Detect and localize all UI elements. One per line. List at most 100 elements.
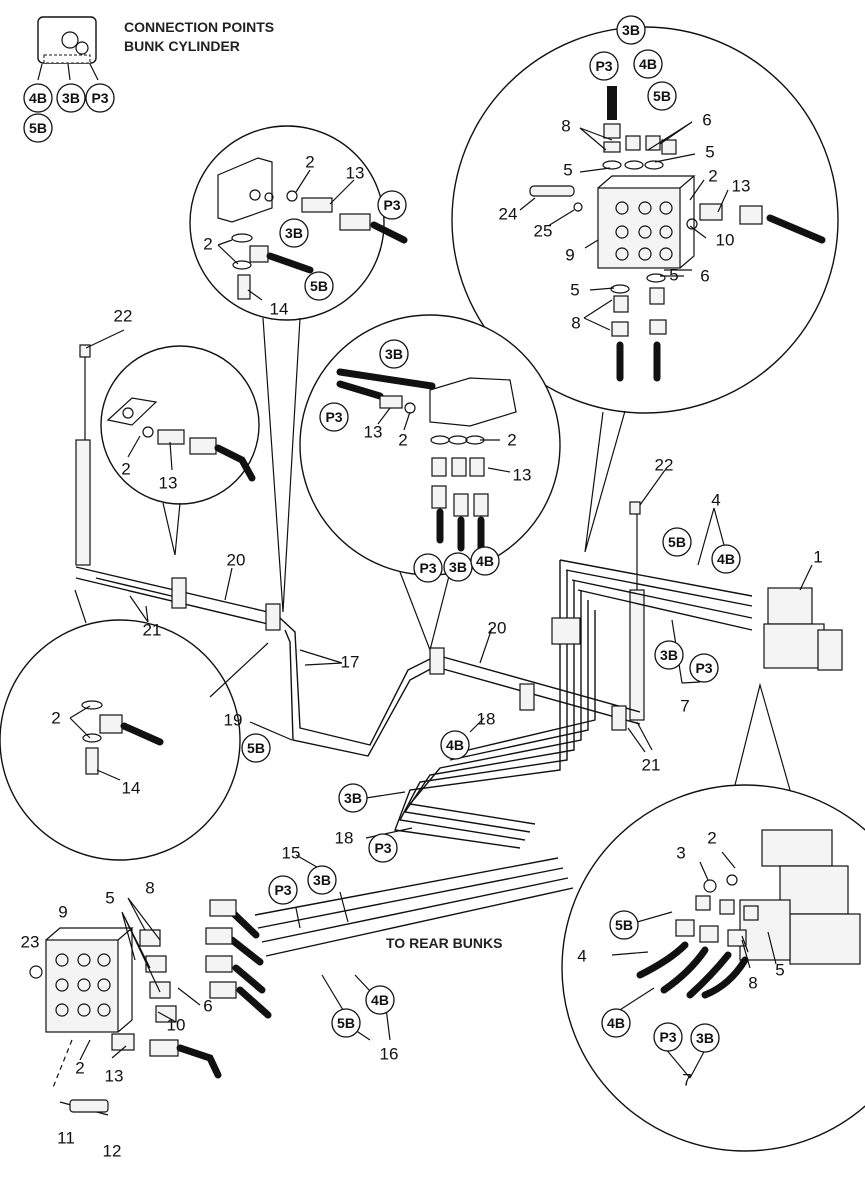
callout-bubble: 4B: [23, 83, 53, 113]
callout-number: 8: [561, 117, 570, 136]
callout-text: 23: [21, 933, 40, 952]
callout-bubble: 4B: [365, 985, 395, 1015]
callout-number: 18: [477, 710, 496, 729]
callout-text: 22: [114, 307, 133, 326]
callout-number: 21: [143, 621, 162, 640]
callout-text: 24: [499, 205, 518, 224]
callout-text: 20: [227, 551, 246, 570]
callout-circle: [633, 49, 663, 79]
callout-text: 20: [488, 619, 507, 638]
callout-circle: [689, 653, 719, 683]
callout-number: 7: [680, 697, 689, 716]
callout-text: 3B: [285, 225, 303, 241]
callout-text: 7: [682, 1071, 691, 1090]
callout-number: 4: [577, 947, 586, 966]
callout-text: 8: [571, 314, 580, 333]
callout-text: 11: [57, 1129, 75, 1148]
callout-bubble: P3: [319, 402, 349, 432]
callout-bubble: P3: [85, 83, 115, 113]
callout-number: 25: [534, 222, 553, 241]
callout-circle: [589, 51, 619, 81]
callout-number: 12: [103, 1142, 122, 1161]
callout-number: 6: [702, 111, 711, 130]
callout-text: 13: [159, 474, 178, 493]
callout-number: 14: [270, 300, 289, 319]
callout-text: 2: [203, 235, 212, 254]
callout-text: 2: [121, 460, 130, 479]
connection-points-legend: CONNECTION POINTS BUNK CYLINDER: [37, 16, 274, 81]
callout-text: P3: [383, 197, 400, 213]
callout-number: 19: [224, 711, 243, 730]
callout-text: 7: [680, 697, 689, 716]
callout-number: 22: [655, 456, 674, 475]
callout-circle: [23, 113, 53, 143]
callout-number: 2: [398, 431, 407, 450]
callout-number: 3: [676, 844, 685, 863]
callout-text: 8: [748, 974, 757, 993]
callout-text: 2: [708, 167, 717, 186]
callout-text: 3: [676, 844, 685, 863]
upper-fitting-parts: [217, 157, 408, 300]
callout-text: 6: [700, 267, 709, 286]
callout-bubble: 4B: [470, 546, 500, 576]
callout-text: 6: [702, 111, 711, 130]
callout-circle: [616, 15, 646, 45]
callout-bubble: 5B: [609, 910, 639, 940]
callout-circle: [338, 783, 368, 813]
callout-number: 9: [565, 246, 574, 265]
callout-text: 3B: [344, 790, 362, 806]
callout-number: 8: [571, 314, 580, 333]
callout-number: 18: [335, 829, 354, 848]
callout-bubble: 4B: [440, 730, 470, 760]
callout-number: 6: [700, 267, 709, 286]
callout-number: 4: [711, 491, 720, 510]
callout-text: P3: [274, 882, 291, 898]
callout-text: P3: [325, 409, 342, 425]
callout-text: 15: [282, 844, 301, 863]
callout-number: 22: [114, 307, 133, 326]
callout-text: 13: [513, 466, 532, 485]
callout-circle: [279, 218, 309, 248]
callout-number: 13: [513, 466, 532, 485]
callout-text: 2: [398, 431, 407, 450]
callout-text: 4B: [717, 551, 735, 567]
callout-text: 9: [565, 246, 574, 265]
callout-number: 5: [570, 281, 579, 300]
callout-text: 5B: [29, 120, 47, 136]
callout-text: 6: [203, 997, 212, 1016]
callout-circle: [268, 875, 298, 905]
to-rear-bunks-label: TO REAR BUNKS: [386, 935, 502, 951]
callout-circle: [241, 733, 271, 763]
callout-number: 23: [21, 933, 40, 952]
callout-text: 21: [642, 756, 661, 775]
callout-number: 2: [203, 235, 212, 254]
callout-circle: [56, 83, 86, 113]
callout-text: 5B: [615, 917, 633, 933]
callout-bubble: 3B: [654, 640, 684, 670]
callout-number: 5: [705, 143, 714, 162]
callout-text: 5B: [653, 88, 671, 104]
callout-text: 10: [716, 231, 735, 250]
callout-number: 13: [346, 164, 365, 183]
callout-bubble: 3B: [443, 552, 473, 582]
callout-circle: [440, 730, 470, 760]
callout-number: 15: [282, 844, 301, 863]
callout-text: 5: [775, 961, 784, 980]
callout-text: P3: [91, 90, 108, 106]
callout-circle: [365, 985, 395, 1015]
callout-bubble: 5B: [23, 113, 53, 143]
callout-text: P3: [595, 58, 612, 74]
callout-number: 5: [775, 961, 784, 980]
callout-circle: [307, 865, 337, 895]
callout-text: 3B: [449, 559, 467, 575]
callout-circle: [379, 339, 409, 369]
callout-text: 18: [477, 710, 496, 729]
callout-text: 4B: [607, 1015, 625, 1031]
header-title-line1: CONNECTION POINTS: [124, 19, 274, 35]
callout-circle: [470, 546, 500, 576]
callout-text: 17: [341, 653, 360, 672]
callout-number: 2: [707, 829, 716, 848]
callout-bubble: 4B: [601, 1008, 631, 1038]
